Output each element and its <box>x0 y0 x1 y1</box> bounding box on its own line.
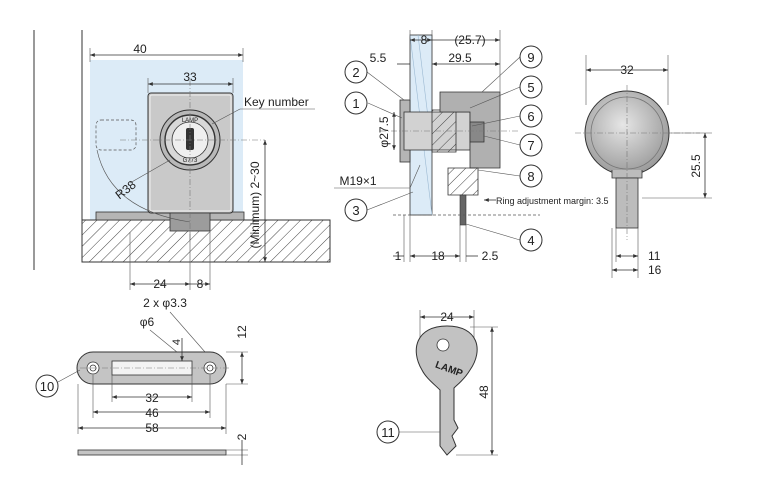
svg-text:7: 7 <box>527 138 534 153</box>
side-view: 32 25.5 11 16 <box>575 55 712 278</box>
svg-text:1: 1 <box>352 96 359 111</box>
dim-key-24: 24 <box>440 310 454 324</box>
cabinet-section-hatch <box>81 219 331 263</box>
dim-32-plate: 32 <box>145 391 159 405</box>
key-view: 24 LAMP 48 11 <box>376 310 498 456</box>
key-number-leader <box>211 108 241 125</box>
dim-11: 11 <box>648 249 661 263</box>
latch-pin <box>459 194 467 226</box>
callout-10: 10 <box>35 369 81 398</box>
dim-key-48: 48 <box>477 385 491 399</box>
callout-8: 8 <box>477 164 543 188</box>
cam-screw <box>469 121 485 143</box>
svg-text:9: 9 <box>527 50 534 65</box>
dim-2-5: 2.5 <box>482 249 499 263</box>
svg-text:11: 11 <box>381 425 395 440</box>
svg-text:10: 10 <box>40 379 54 394</box>
swing-arc <box>96 149 191 223</box>
dim-h12: 12 <box>235 325 249 339</box>
lock-body-highlight <box>149 94 232 212</box>
section-view: 8 (25.7) 5.5 29.5 φ27.5 M19×1 Ring adjus… <box>334 30 609 263</box>
svg-text:8: 8 <box>527 169 534 184</box>
callout-6: 6 <box>471 104 543 128</box>
dim-t2: 2 <box>235 433 249 440</box>
phi6-label: φ6 <box>140 315 155 329</box>
svg-text:4: 4 <box>527 233 534 248</box>
front-view: LAMP G773 40 33 Key number R38 (Minimum)… <box>33 30 331 291</box>
callout-5: 5 <box>469 75 543 109</box>
key-ring-hole <box>436 338 450 352</box>
dim-29-5: 29.5 <box>448 51 472 65</box>
svg-text:2: 2 <box>352 65 359 80</box>
key-number-label: Key number <box>244 95 309 109</box>
svg-text:3: 3 <box>352 203 359 218</box>
dim-h4: 4 <box>171 339 183 345</box>
latch-section <box>447 167 479 196</box>
dim-18: 18 <box>431 249 445 263</box>
dim-25-7: (25.7) <box>454 33 485 47</box>
dim-8-top: 8 <box>421 33 428 47</box>
dim-8-front: 8 <box>197 277 204 291</box>
callout-4: 4 <box>465 223 543 252</box>
dim-phi27-5: φ27.5 <box>377 116 391 147</box>
dim-40: 40 <box>133 42 147 56</box>
dim-5-5: 5.5 <box>370 51 387 65</box>
callout-9: 9 <box>481 45 543 93</box>
ring-margin-label: Ring adjustment margin: 3.5 <box>496 196 609 206</box>
r38-leader <box>129 159 171 184</box>
callout-11: 11 <box>376 420 440 444</box>
hidden-latch-position <box>95 119 137 151</box>
dim-24-front: 24 <box>153 277 167 291</box>
dim-33: 33 <box>183 70 197 84</box>
dim-16: 16 <box>648 263 662 277</box>
dim-32-side: 32 <box>620 63 634 77</box>
dim-1: 1 <box>395 249 402 263</box>
callout-1: 1 <box>344 91 403 119</box>
dim-range: (Minimum) 2~30 <box>248 161 262 248</box>
callout-2: 2 <box>344 60 405 101</box>
thread-label: M19×1 <box>339 174 376 188</box>
dim-46: 46 <box>145 406 159 420</box>
callout-3: 3 <box>344 191 414 222</box>
face-code: G773 <box>183 158 198 164</box>
callout-7: 7 <box>483 133 543 157</box>
key-shape <box>415 325 478 456</box>
strike-plate-view: 2 x φ3.3 φ6 4 12 32 46 58 2 <box>35 296 249 465</box>
strike-plate-edge <box>77 449 227 456</box>
dim-25-5: 25.5 <box>689 154 703 178</box>
dim-58: 58 <box>145 421 159 435</box>
holes-label: 2 x φ3.3 <box>143 296 187 310</box>
svg-text:5: 5 <box>527 80 534 95</box>
svg-text:6: 6 <box>527 109 534 124</box>
